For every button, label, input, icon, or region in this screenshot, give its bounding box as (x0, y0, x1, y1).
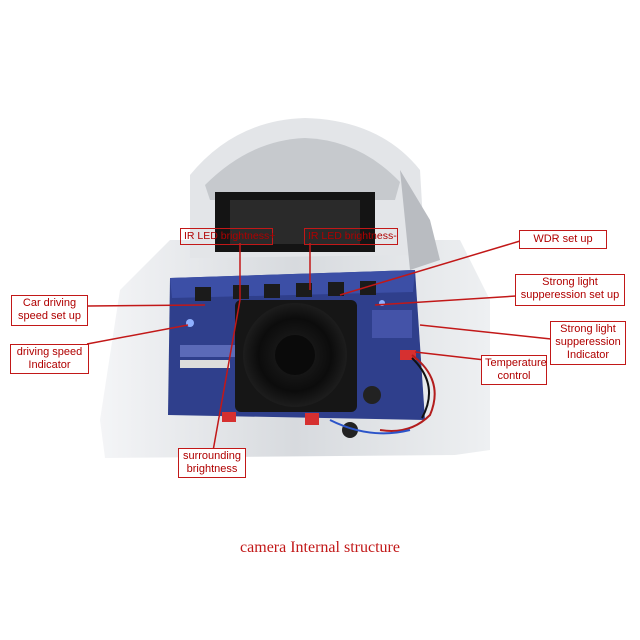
button-row (195, 281, 376, 301)
connector-red-2 (222, 412, 236, 422)
figure-caption: camera Internal structure (240, 539, 400, 556)
chip-strip (180, 345, 238, 357)
label-strong-light-suppression-set-up: Strong light supperession set up (515, 274, 625, 306)
label-car-driving-speed-set-up: Car driving speed set up (11, 295, 88, 326)
lens-module-face (230, 200, 360, 244)
label-ir-led-brightness-minus: IR LED brightness- (304, 228, 398, 245)
lens-housing-shadow (205, 138, 400, 200)
label-surrounding-brightness: surrounding brightness (178, 448, 246, 478)
pin-header (180, 360, 230, 368)
label-wdr-set-up: WDR set up (519, 230, 607, 249)
label-strong-light-suppression-indicator: Strong light supperession Indicator (550, 321, 626, 365)
wire-red (379, 354, 436, 432)
connector-red (305, 413, 319, 425)
housing-side (400, 170, 440, 270)
fan-hub (275, 335, 315, 375)
temperature-connector (400, 350, 416, 360)
wire-black (411, 357, 430, 419)
leader-lines (86, 240, 552, 452)
wire-blue (329, 419, 411, 435)
indicator-led-block (372, 310, 412, 338)
label-driving-speed-indicator: driving speed Indicator (10, 344, 89, 374)
label-ir-led-brightness-plus: IR LED brightness+ (180, 228, 275, 245)
label-temperature-control: Temperature control (481, 355, 547, 385)
capacitor (363, 386, 381, 404)
